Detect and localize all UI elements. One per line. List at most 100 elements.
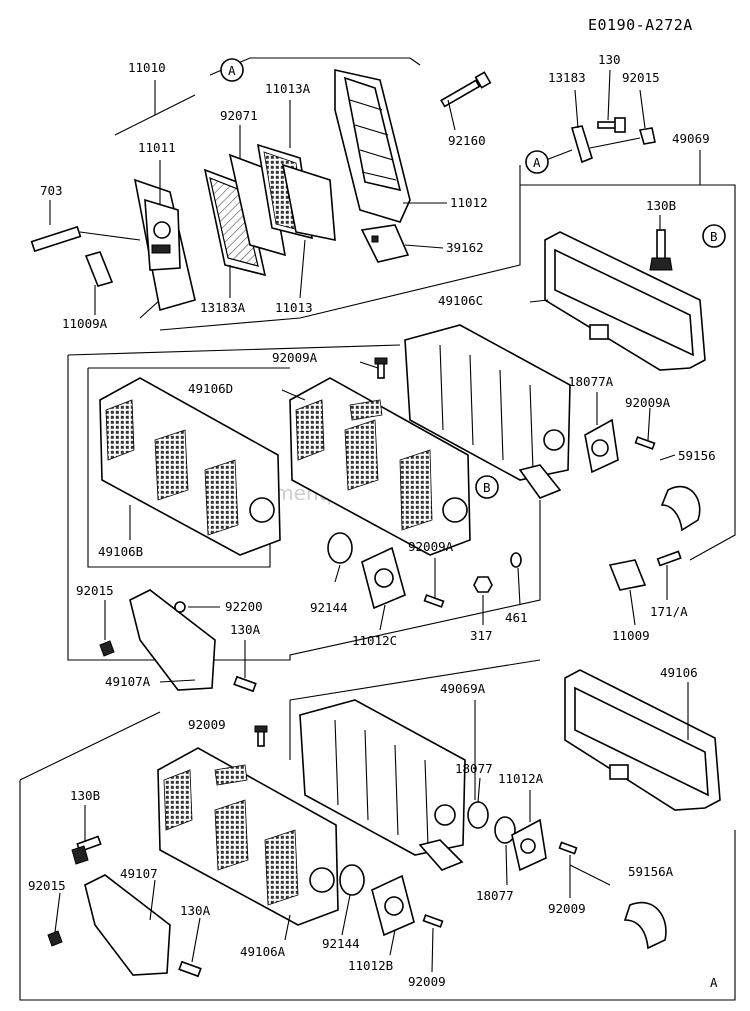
label-18077-low: 18077	[476, 888, 514, 903]
label-92071: 92071	[220, 108, 258, 123]
flange-11012b	[371, 874, 415, 937]
label-92160: 92160	[448, 133, 486, 148]
label-130a-mid: 130A	[230, 622, 261, 637]
guard-49107a	[129, 589, 216, 691]
label-92144-top: 92144	[310, 600, 348, 615]
cover-49106d	[289, 377, 471, 556]
label-171a: 171/A	[650, 604, 688, 619]
bolt-130b-low	[71, 835, 102, 865]
frame-label-a: A	[710, 975, 718, 990]
clamp-39162	[360, 224, 410, 263]
label-59156a: 59156A	[628, 864, 674, 879]
label-92015-mid: 92015	[76, 583, 114, 598]
label-11009: 11009	[612, 628, 650, 643]
callout-b-top: B	[702, 224, 726, 248]
label-92009a-low: 92009A	[408, 539, 454, 554]
bolt-92009a-mid	[634, 436, 656, 450]
element-11013	[281, 163, 336, 241]
bolt-130-head	[614, 117, 626, 133]
flange-18077a	[584, 418, 619, 474]
label-703: 703	[40, 183, 63, 198]
bolt-130a-low	[178, 960, 202, 978]
label-92009-low: 92009	[408, 974, 446, 989]
label-59156: 59156	[678, 448, 716, 463]
label-11012a: 11012A	[498, 771, 544, 786]
bolt-130b-top	[649, 229, 673, 271]
label-317: 317	[470, 628, 493, 643]
label-92009-mid: 92009	[548, 901, 586, 916]
label-11012: 11012	[450, 195, 488, 210]
label-11012c: 11012C	[352, 633, 397, 648]
bolt-92009-top	[254, 725, 268, 747]
gasket-18077-low	[494, 816, 516, 844]
air-cleaner-base-11011	[133, 178, 196, 312]
label-49106a: 49106A	[240, 944, 286, 959]
bolt-130a-mid	[233, 675, 257, 693]
gasket-18077-top	[467, 801, 489, 829]
bolt-92009-mid	[558, 841, 578, 855]
washer-461	[510, 552, 522, 568]
label-11013: 11013	[275, 300, 313, 315]
label-92009-top: 92009	[188, 717, 226, 732]
label-49106d: 49106D	[188, 381, 233, 396]
stud-171a	[656, 550, 682, 567]
muffler-upper	[404, 324, 571, 499]
label-49106b: 49106B	[98, 544, 143, 559]
guard-49107	[84, 874, 171, 976]
svg-text:A: A	[533, 155, 541, 170]
label-13183: 13183	[548, 70, 586, 85]
label-92015-top: 92015	[622, 70, 660, 85]
washer-92200	[174, 601, 186, 613]
label-49106c: 49106C	[438, 293, 483, 308]
svg-text:B: B	[710, 229, 718, 244]
label-49069a: 49069A	[440, 681, 486, 696]
label-130a-low: 130A	[180, 903, 211, 918]
label-13183a: 13183A	[200, 300, 246, 315]
bolt-92009a-top	[374, 357, 388, 379]
cover-49106a	[157, 747, 339, 926]
label-92015-low: 92015	[28, 878, 66, 893]
label-49069: 49069	[672, 131, 710, 146]
label-92009a-mid: 92009A	[625, 395, 671, 410]
elbow-59156a	[623, 902, 667, 950]
label-39162: 39162	[446, 240, 484, 255]
shield-49106c	[544, 231, 706, 371]
bracket-13183	[570, 125, 593, 164]
callout-b-mid: B	[475, 475, 499, 499]
label-11011: 11011	[138, 140, 176, 155]
diagram-code: E0190-A272A	[588, 16, 693, 34]
svg-text:B: B	[483, 480, 491, 495]
flange-11012c	[361, 546, 406, 610]
callout-a-top: A	[220, 58, 244, 82]
top-right-fasteners	[545, 117, 656, 164]
nut-317	[473, 576, 493, 593]
stud-703	[30, 225, 141, 253]
leader-lines	[49, 69, 701, 973]
label-18077a: 18077A	[568, 374, 614, 389]
bolt-92009a-low	[423, 594, 445, 608]
cover-11012	[334, 69, 411, 223]
label-49106: 49106	[660, 665, 698, 680]
label-92200: 92200	[225, 599, 263, 614]
label-49107: 49107	[120, 866, 158, 881]
part-labels: 11010 11011 703 11009A 13183A 92071 1101…	[28, 52, 716, 989]
nut-92015-low	[47, 930, 63, 947]
gasket-92144-top	[327, 532, 353, 564]
bolt-92160	[440, 71, 492, 108]
label-11010: 11010	[128, 60, 166, 75]
label-130b-top: 130B	[646, 198, 676, 213]
label-49107a: 49107A	[105, 674, 151, 689]
elbow-59156	[660, 485, 701, 532]
label-11013a: 11013A	[265, 81, 311, 96]
nut-92015-mid	[99, 640, 115, 657]
shield-49106	[564, 669, 721, 811]
label-130: 130	[598, 52, 621, 67]
bolt-92009-low	[422, 914, 444, 928]
gasket-11009	[608, 559, 647, 591]
cover-49106b	[99, 377, 281, 556]
label-11009a: 11009A	[62, 316, 108, 331]
callout-a-right: A	[525, 150, 549, 174]
bolt-130	[597, 121, 617, 129]
